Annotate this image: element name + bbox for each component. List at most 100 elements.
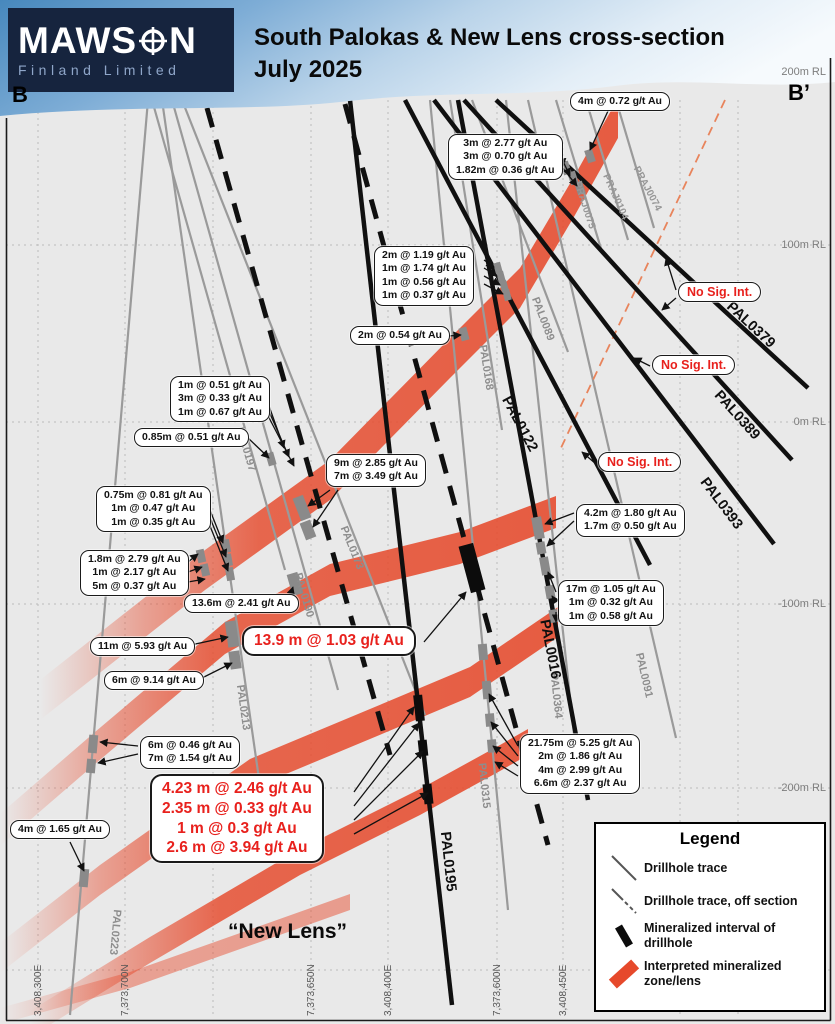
arrow	[187, 576, 206, 585]
assay-callout: 6m @ 9.14 g/t Au	[104, 671, 204, 691]
drillhole-trace-PAL0315	[428, 99, 510, 911]
arrow	[490, 721, 519, 757]
arrow	[99, 738, 139, 747]
elevation-label: 100m RL	[781, 239, 826, 251]
drillhole-label-PAL0223: PAL0223	[107, 909, 123, 956]
arrow	[661, 297, 677, 311]
drillhole-trace-PAL0122	[403, 98, 652, 567]
legend-item-label: Interpreted mineralized zone/lens	[644, 959, 782, 988]
mineralized-zone-new-lens	[30, 729, 528, 1024]
assay-line: 4m @ 0.72 g/t Au	[578, 95, 662, 107]
assay-line: 2.35 m @ 0.33 g/t Au	[162, 799, 312, 817]
figure-title-line2: July 2025	[254, 56, 363, 84]
coordinate-label: 3,408,300E	[33, 965, 44, 1016]
arrow	[353, 750, 424, 821]
elevation-label: 200m RL	[781, 66, 826, 78]
drillhole-trace-PRAJ0074	[614, 99, 656, 229]
company-logo: MAWS N Finland Limited	[8, 8, 234, 92]
mineralized-zone-main	[0, 496, 556, 846]
assay-line: 1m @ 1.74 g/t Au	[382, 262, 466, 275]
mineralized-intervals-black	[413, 542, 486, 805]
arrow	[494, 761, 519, 777]
arrow	[353, 792, 429, 835]
assay-line: 4m @ 1.65 g/t Au	[18, 823, 102, 835]
assay-line: 4m @ 2.99 g/t Au	[538, 763, 623, 776]
assay-line: 6m @ 0.46 g/t Au	[148, 739, 232, 751]
drillhole-trace-icon	[604, 853, 644, 883]
arrow	[307, 489, 331, 507]
assay-callout: 0.85m @ 0.51 g/t Au	[134, 428, 249, 448]
arrow	[544, 512, 575, 526]
drillhole-label-PAL0364: PAL0364	[548, 672, 565, 720]
drillhole-label-PAL0213: PAL0213	[234, 684, 252, 731]
assay-line: 1m @ 0.67 g/t Au	[178, 405, 262, 418]
drillhole-label-PAL0389: PAL0389	[711, 388, 763, 443]
elevation-label: -200m RL	[778, 782, 826, 794]
drillhole-trace-PAL0173	[180, 99, 427, 716]
assay-line: 2m @ 1.86 g/t Au	[538, 750, 623, 763]
assay-line: 1m @ 2.17 g/t Au	[92, 566, 177, 579]
arrow	[448, 331, 462, 340]
arrow	[581, 451, 597, 465]
legend-item: Mineralized interval of drillhole	[604, 919, 816, 953]
drillhole-label-PAL0091: PAL0091	[633, 652, 655, 699]
legend-item-label: Mineralized interval of drillhole	[644, 921, 776, 950]
assay-line: 1m @ 0.35 g/t Au	[111, 515, 196, 528]
assay-line: 9m @ 2.85 g/t Au	[334, 457, 418, 469]
drillhole-label-PAL0122: PAL0122	[498, 394, 540, 455]
legend-title: Legend	[679, 829, 741, 848]
assay-line: 13.6m @ 2.41 g/t Au	[192, 597, 291, 609]
assay-line: 1m @ 0.58 g/t Au	[568, 609, 653, 622]
company-logo-wordmark: MAWS N	[18, 22, 234, 59]
assay-callout: 4m @ 1.65 g/t Au	[10, 820, 110, 840]
drillhole-traces-gray	[68, 99, 678, 1016]
coordinate-label: 3,408,450E	[558, 965, 569, 1016]
assay-line: 3m @ 0.33 g/t Au	[178, 392, 262, 405]
no-sig-callout: No Sig. Int.	[598, 452, 682, 472]
arrow	[664, 257, 677, 291]
assay-line: 13.9 m @ 1.03 g/t Au	[254, 632, 404, 649]
arrow	[97, 753, 139, 766]
logo-text-right: N	[169, 20, 197, 61]
mineralized-zone-upper	[40, 98, 618, 720]
legend-item: Drillhole trace	[604, 853, 816, 883]
assay-line: 1.7m @ 0.50 g/t Au	[584, 520, 677, 533]
elevation-labels: 200m RL 100m RL 0m RL -100m RL -200m RL	[778, 66, 826, 794]
arrow	[483, 275, 501, 286]
assay-line: 17m @ 1.05 g/t Au	[566, 583, 656, 595]
mineralized-zone-icon	[604, 956, 644, 992]
logo-text-left: MAWS	[18, 20, 138, 61]
drillhole-label-PAL0089: PAL0089	[529, 295, 557, 342]
elevation-label: 0m RL	[794, 416, 826, 428]
drillhole-trace-PAL0091	[526, 99, 678, 739]
legend-item-label: Drillhole trace	[644, 860, 728, 875]
assay-line: 1m @ 0.51 g/t Au	[178, 379, 262, 391]
assay-line: 0.75m @ 0.81 g/t Au	[104, 489, 203, 501]
drillhole-trace-off-section-icon	[604, 886, 644, 916]
arrow	[560, 165, 578, 187]
assay-line: 1 m @ 0.3 g/t Au	[177, 819, 297, 837]
assay-line: 6.6m @ 2.37 g/t Au	[533, 777, 627, 790]
assay-line: 3m @ 2.77 g/t Au	[463, 137, 548, 149]
legend: Legend Drillhole trace Drillhole trace, …	[594, 822, 826, 1012]
drillhole-label-PAL0379: PAL0379	[723, 299, 778, 352]
assay-line: 7m @ 3.49 g/t Au	[334, 470, 418, 483]
new-lens-label: “New Lens”	[228, 920, 348, 943]
arrow	[353, 706, 415, 793]
assay-line: 1.82m @ 0.36 g/t Au	[456, 163, 555, 176]
assay-line: 2m @ 0.54 g/t Au	[358, 329, 442, 341]
assay-line: 1m @ 0.47 g/t Au	[111, 502, 196, 515]
arrow	[187, 553, 199, 563]
no-sig-callout: No Sig. Int.	[652, 355, 736, 375]
drillhole-label-PAL0315: PAL0315	[476, 762, 493, 809]
assay-line: 0.85m @ 0.51 g/t Au	[142, 431, 241, 443]
assay-line: 3m @ 0.70 g/t Au	[463, 150, 548, 163]
